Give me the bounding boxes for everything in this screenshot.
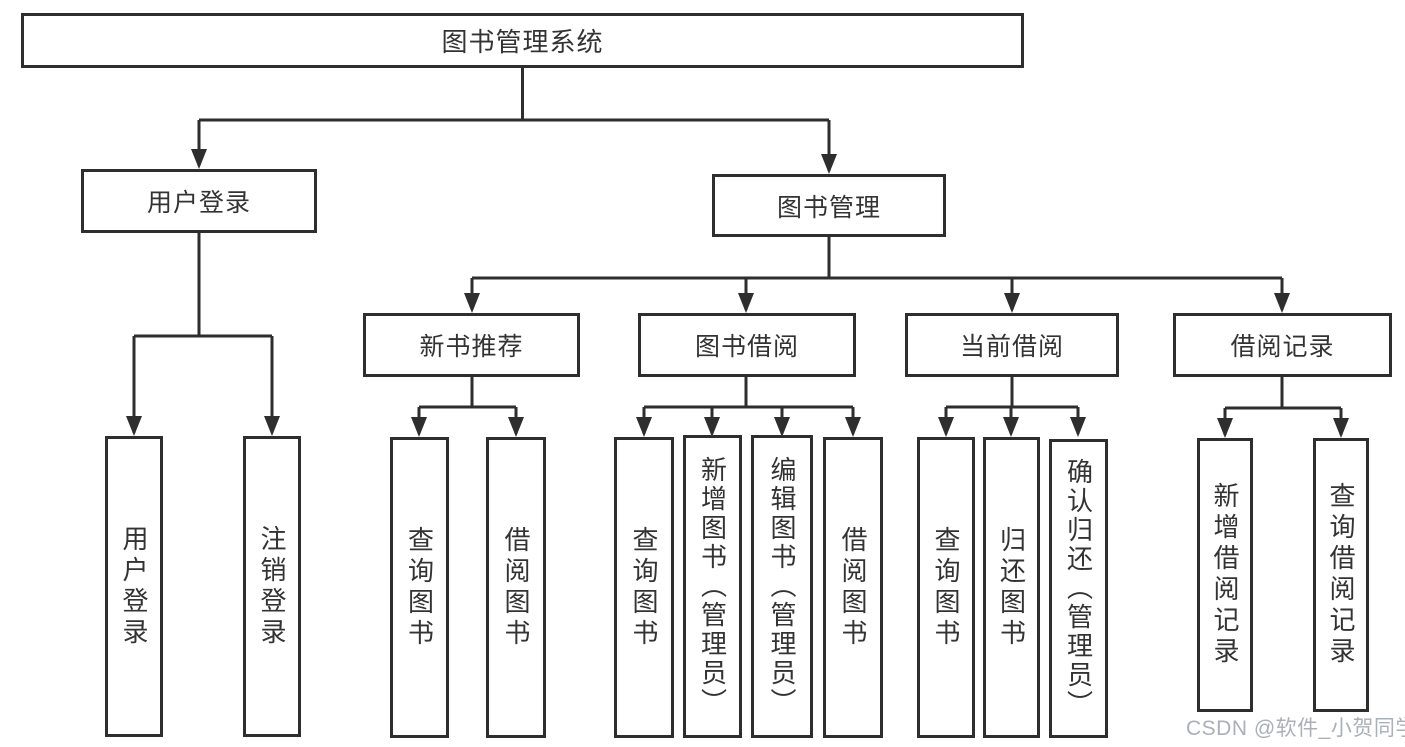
arrowhead-icon: [126, 416, 142, 436]
node-label: 当前借阅: [959, 333, 1064, 361]
leaf-label: 用户登录: [119, 524, 149, 649]
arrowhead-icon: [1003, 417, 1019, 437]
connector-bookmgmt-to-level2: [464, 237, 1290, 313]
node-book-management: 图书管理: [712, 174, 946, 237]
connector-login-to-leaves: [126, 233, 280, 436]
node-current-borrow: 当前借阅: [905, 313, 1119, 377]
leaf-label: 注销登录: [257, 524, 287, 649]
leaf-query-borrow-record: 查询借阅记录: [1313, 438, 1369, 712]
leaf-borrow-books-borrow: 借阅图书: [823, 437, 883, 738]
leaf-label: 查询图书: [931, 525, 961, 650]
arrowhead-icon: [264, 416, 280, 436]
leaf-query-books-newbooks: 查询图书: [390, 437, 449, 738]
leaf-edit-books-admin: 编辑图书（管理员）: [751, 435, 813, 738]
arrowhead-icon: [191, 149, 207, 169]
arrowhead-icon: [1004, 293, 1020, 313]
leaf-label: 新增图书（管理员）: [697, 456, 728, 717]
leaf-label: 借阅图书: [501, 525, 531, 650]
leaf-label: 归还图书: [996, 525, 1027, 650]
connector-newbooks-to-leaves: [411, 377, 524, 437]
node-borrow-records: 借阅记录: [1173, 313, 1392, 377]
arrowhead-icon: [411, 417, 427, 437]
leaf-query-books-current: 查询图书: [917, 437, 975, 738]
leaf-user-login: 用户登录: [105, 436, 163, 737]
leaf-logout: 注销登录: [243, 436, 301, 737]
leaf-label: 查询图书: [404, 525, 435, 650]
connector-current-to-leaves: [938, 377, 1086, 437]
arrowhead-icon: [845, 417, 861, 437]
arrowhead-icon: [464, 293, 480, 313]
leaf-label: 编辑图书（管理员）: [767, 456, 797, 717]
csdn-watermark: CSDN @软件_小贺同学: [1186, 717, 1405, 740]
leaf-label: 查询图书: [629, 525, 659, 650]
leaf-label: 新增借阅记录: [1210, 482, 1240, 668]
node-label: 图书管理系统: [441, 27, 604, 57]
arrowhead-icon: [1070, 417, 1086, 437]
connector-borrow-to-leaves: [636, 377, 861, 437]
leaf-return-books: 归还图书: [983, 437, 1040, 738]
leaf-borrow-books-newbooks: 借阅图书: [486, 437, 546, 738]
arrowhead-icon: [821, 154, 837, 174]
leaf-query-books-borrow: 查询图书: [614, 437, 674, 738]
node-label: 新书推荐: [419, 333, 524, 361]
arrowhead-icon: [1274, 293, 1290, 313]
arrowhead-icon: [738, 293, 754, 313]
arrowhead-icon: [636, 417, 652, 437]
arrowhead-icon: [1333, 418, 1349, 438]
arrowhead-icon: [1217, 418, 1233, 438]
leaf-label: 查询借阅记录: [1326, 482, 1356, 668]
node-label: 图书管理: [776, 193, 881, 222]
node-label: 图书借阅: [694, 333, 799, 361]
arrowhead-icon: [938, 417, 954, 437]
node-label: 借阅记录: [1230, 333, 1335, 361]
leaf-label: 确认归还（管理员）: [1063, 458, 1094, 719]
connector-root-to-level1: [191, 68, 837, 174]
node-library-system-root: 图书管理系统: [21, 13, 1024, 68]
node-user-login: 用户登录: [81, 169, 317, 233]
leaf-confirm-return-admin: 确认归还（管理员）: [1049, 439, 1108, 738]
leaf-label: 借阅图书: [838, 525, 868, 650]
node-new-book-recommend: 新书推荐: [363, 313, 580, 377]
arrowhead-icon: [508, 417, 524, 437]
arrowhead-icon: [774, 417, 790, 437]
node-label: 用户登录: [146, 189, 251, 217]
leaf-add-borrow-record: 新增借阅记录: [1197, 438, 1253, 712]
node-book-borrow: 图书借阅: [638, 313, 856, 377]
arrowhead-icon: [704, 417, 720, 437]
leaf-add-books-admin: 新增图书（管理员）: [683, 435, 742, 738]
connector-records-to-leaves: [1217, 377, 1349, 438]
